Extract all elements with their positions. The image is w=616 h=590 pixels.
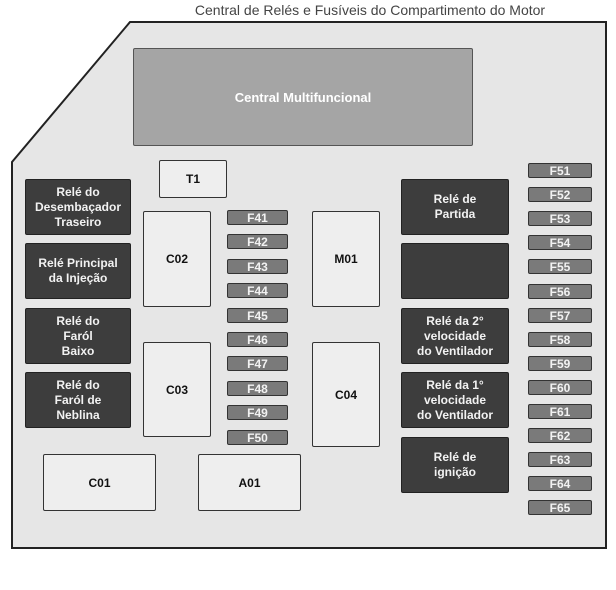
fuse-f46: F46	[227, 332, 288, 347]
fuse-f56: F56	[528, 284, 592, 299]
fuse-f41: F41	[227, 210, 288, 225]
component-a01: A01	[198, 454, 301, 511]
fuse-f50: F50	[227, 430, 288, 445]
fuse-f55: F55	[528, 259, 592, 274]
relay-right-1: Relé de Partida	[401, 179, 509, 235]
component-c04: C04	[312, 342, 380, 447]
relay-right-2	[401, 243, 509, 299]
fuse-f62: F62	[528, 428, 592, 443]
fuse-f65: F65	[528, 500, 592, 515]
fuse-f57: F57	[528, 308, 592, 323]
fuse-f64: F64	[528, 476, 592, 491]
fuse-f61: F61	[528, 404, 592, 419]
relay-left-1: Relé do Desembaçador Traseiro	[25, 179, 131, 235]
fuse-f59: F59	[528, 356, 592, 371]
relay-left-2: Relé Principal da Injeção	[25, 243, 131, 299]
fuse-f44: F44	[227, 283, 288, 298]
component-t1: T1	[159, 160, 227, 198]
fuse-f43: F43	[227, 259, 288, 274]
fuse-f42: F42	[227, 234, 288, 249]
fuse-f51: F51	[528, 163, 592, 178]
relay-left-3: Relé do Faról Baixo	[25, 308, 131, 364]
relay-right-5: Relé de ignição	[401, 437, 509, 493]
fuse-f47: F47	[227, 356, 288, 371]
fuse-f63: F63	[528, 452, 592, 467]
fuse-f60: F60	[528, 380, 592, 395]
fuse-f58: F58	[528, 332, 592, 347]
fuse-f53: F53	[528, 211, 592, 226]
component-c02: C02	[143, 211, 211, 307]
central-multifuncional: Central Multifuncional	[133, 48, 473, 146]
component-c01: C01	[43, 454, 156, 511]
relay-left-4: Relé do Faról de Neblina	[25, 372, 131, 428]
component-c03: C03	[143, 342, 211, 437]
fuse-f45: F45	[227, 308, 288, 323]
fuse-f52: F52	[528, 187, 592, 202]
component-m01: M01	[312, 211, 380, 307]
fuse-f49: F49	[227, 405, 288, 420]
relay-right-3: Relé da 2° velocidade do Ventilador	[401, 308, 509, 364]
diagram-title: Central de Relés e Fusíveis do Compartim…	[194, 2, 546, 18]
relay-right-4: Relé da 1° velocidade do Ventilador	[401, 372, 509, 428]
fuse-f48: F48	[227, 381, 288, 396]
fuse-f54: F54	[528, 235, 592, 250]
